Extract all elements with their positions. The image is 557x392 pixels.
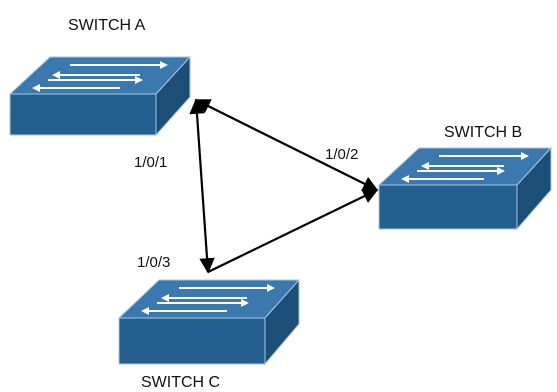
- port-label-1-0-1: 1/0/1: [134, 154, 167, 171]
- switch-a: [8, 55, 192, 137]
- switch-arrows-icon: [32, 61, 168, 92]
- switch-arrows-icon: [401, 152, 529, 183]
- switch-c: [117, 278, 301, 366]
- switch-c-front: [118, 317, 266, 365]
- link-a-c: [189, 98, 215, 274]
- port-label-1-0-2: 1/0/2: [325, 146, 358, 163]
- links: [189, 98, 379, 274]
- switch-b-label: SWITCH B: [444, 124, 522, 141]
- switch-b-side: [516, 146, 552, 231]
- switch-b-front: [378, 184, 518, 230]
- switch-b: [377, 146, 553, 231]
- switch-arrows-icon: [141, 284, 275, 315]
- switch-a-label: SWITCH A: [68, 17, 146, 34]
- switch-a-front: [9, 93, 157, 136]
- switch-c-label: SWITCH C: [141, 374, 220, 391]
- link-c-b: [207, 189, 379, 273]
- switch-a-side: [155, 55, 191, 137]
- switch-c-side: [264, 278, 300, 366]
- port-label-1-0-3: 1/0/3: [137, 254, 170, 271]
- link-a-b: [194, 99, 379, 191]
